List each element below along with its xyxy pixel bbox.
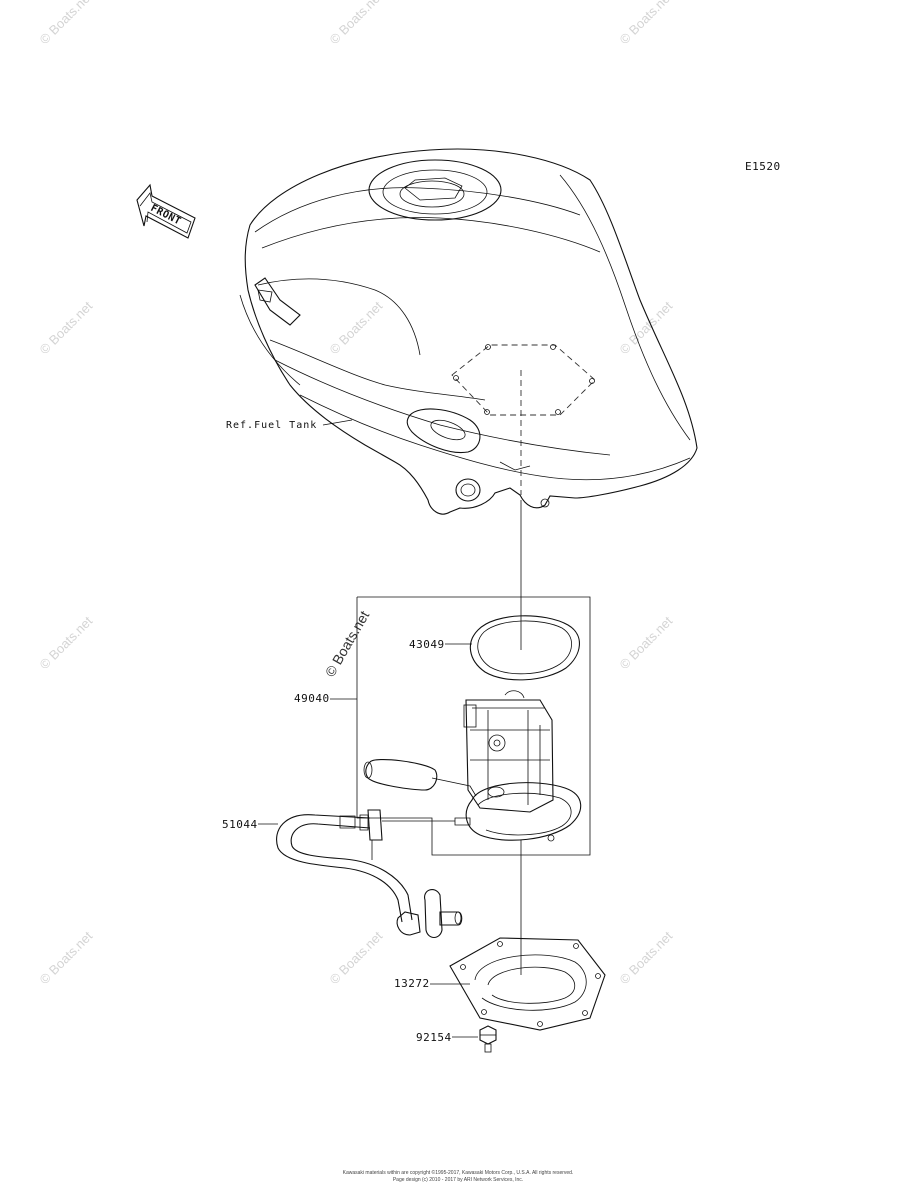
watermark: © Boats.net: [617, 613, 676, 672]
front-arrow-label: FRONT: [149, 203, 183, 228]
watermark: © Boats.net: [617, 928, 676, 987]
front-arrow-icon: FRONT: [136, 183, 196, 239]
part-number-92154: 92154: [416, 1031, 452, 1044]
part-number-43049: 43049: [409, 638, 445, 651]
footer-design-credit: Page design (c) 2010 - 2017 by ARI Netwo…: [393, 1177, 523, 1183]
plate-13272: [449, 937, 606, 1031]
watermark-center: © Boats.net: [322, 608, 373, 680]
watermark: © Boats.net: [617, 0, 676, 47]
pump-assembly-bracket: [356, 596, 591, 856]
reference-label: Ref.Fuel Tank: [226, 420, 317, 431]
watermark: © Boats.net: [327, 0, 386, 47]
footer-copyright: Kawasaki materials within are copyright …: [343, 1169, 574, 1176]
fuel-tank-illustration: [239, 148, 698, 515]
gasket-43049: [469, 615, 580, 681]
fuel-pump-49040: [363, 690, 582, 842]
watermark: © Boats.net: [327, 298, 386, 357]
watermark: © Boats.net: [37, 613, 96, 672]
watermark: © Boats.net: [327, 928, 386, 987]
watermark-layer: © Boats.net © Boats.net © Boats.net © Bo…: [37, 0, 676, 987]
fuel-hose-51044: [276, 809, 463, 939]
part-number-51044: 51044: [222, 818, 258, 831]
watermark: © Boats.net: [37, 298, 96, 357]
bolt-92154: [479, 1025, 497, 1053]
part-number-49040: 49040: [294, 692, 330, 705]
part-number-13272: 13272: [394, 977, 430, 990]
watermark: © Boats.net: [37, 0, 96, 47]
diagram-code: E1520: [745, 160, 781, 173]
watermark: © Boats.net: [37, 928, 96, 987]
